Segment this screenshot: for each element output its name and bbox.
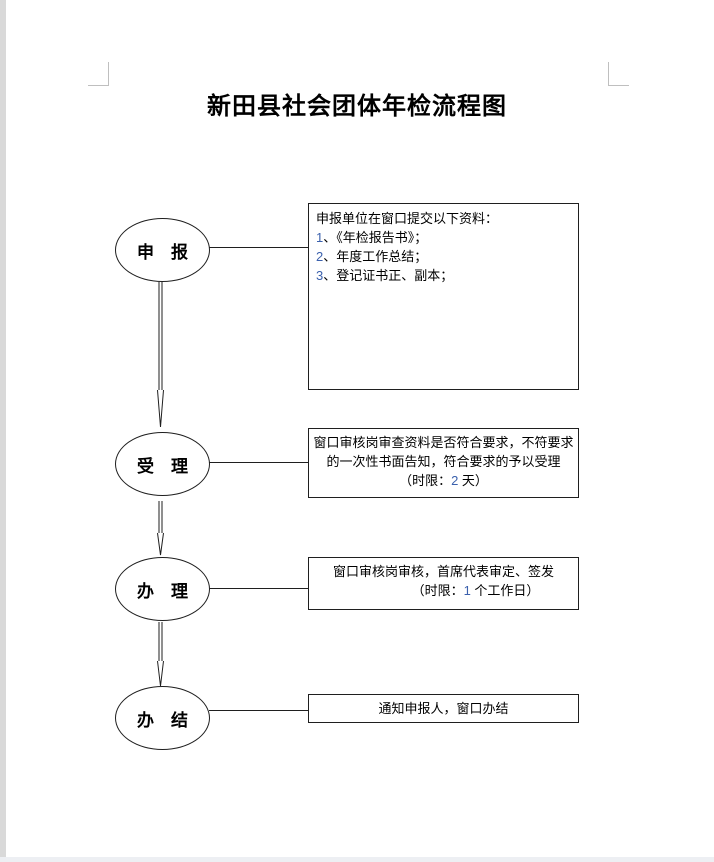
flow-node-shouli: 受 理 [115,432,210,496]
flow-box-shenbao-details: 申报单位在窗口提交以下资料： 1、《年检报告书》； 2、年度工作总结； 3、登记… [308,203,579,390]
item-number: 1 [316,230,324,245]
flow-node-label: 办 理 [137,581,188,601]
flow-node-label: 办 结 [137,710,188,730]
box-line: 2、年度工作总结； [316,249,428,264]
flow-box-banli-details: 窗口审核岗审核，首席代表审定、签发 （时限：1 个工作日） [308,557,579,610]
flow-node-banli: 办 理 [115,557,210,621]
box-line: 申报单位在窗口提交以下资料： [316,211,499,226]
connector-line [209,462,309,463]
box-line: 窗口审核岗审查资料是否符合要求，不符要求 [313,435,574,450]
flow-node-label: 受 理 [137,456,188,476]
flow-node-label: 申 报 [137,242,188,262]
flow-node-banjie: 办 结 [115,686,210,750]
flow-arrow-down [154,501,167,556]
item-number: 2 [316,249,324,264]
connector-line [209,247,309,248]
margin-mark-top-left [88,62,109,86]
box-line: （时限：1 个工作日） [411,583,540,598]
flow-box-banjie-details: 通知申报人，窗口办结 [308,694,579,723]
box-line: 3、登记证书正、副本； [316,268,454,283]
flow-node-shenbao: 申 报 [115,218,210,282]
page-title: 新田县社会团体年检流程图 [207,93,507,120]
flow-arrow-down [154,622,167,687]
margin-mark-top-right [608,62,629,86]
box-line: 通知申报人，窗口办结 [378,701,509,716]
flow-arrow-down [154,282,167,428]
time-limit-number: 2 [451,473,459,488]
box-line: （时限：2 天） [399,473,488,488]
connector-line [209,588,309,589]
box-line: 窗口审核岗审核，首席代表审定、签发 [332,564,554,579]
connector-line [209,710,309,711]
item-number: 3 [316,268,324,283]
page-left-edge [0,0,6,862]
page-bottom-edge [0,857,714,862]
time-limit-number: 1 [463,583,471,598]
box-line: 1、《年检报告书》； [316,230,428,245]
box-line: 的一次性书面告知，符合要求的予以受理 [326,454,561,469]
flow-box-shouli-details: 窗口审核岗审查资料是否符合要求，不符要求 的一次性书面告知，符合要求的予以受理 … [308,428,579,498]
